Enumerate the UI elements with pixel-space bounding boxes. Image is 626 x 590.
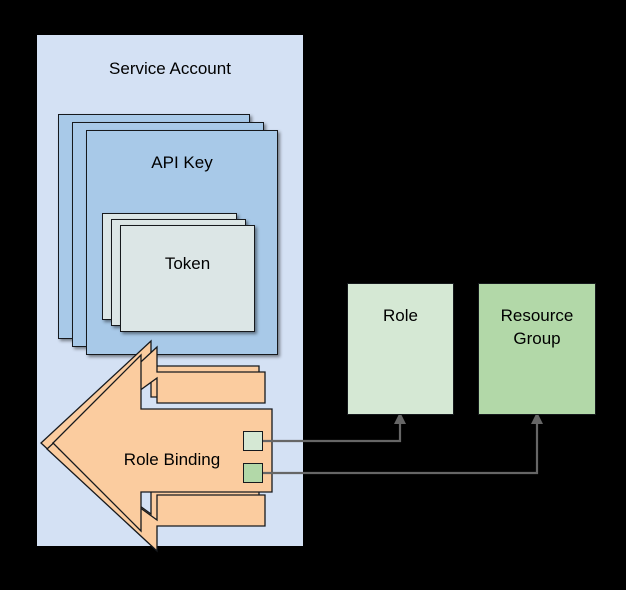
resource-group-box[interactable]: Resource Group [478,283,596,415]
edge-role-binding-to-resource-group [263,422,539,475]
resource-group-box-label: Resource Group [500,306,574,348]
service-account-label: Service Account [109,59,231,78]
role-port[interactable] [243,431,263,451]
token-label: Token [164,254,211,273]
resource-group-port[interactable] [243,463,263,483]
role-box-label: Role [383,306,418,325]
token-card-front[interactable]: Token [120,225,255,332]
role-binding-label: Role Binding [123,450,221,469]
api-key-label: API Key [151,153,213,172]
role-box[interactable]: Role [347,283,454,415]
